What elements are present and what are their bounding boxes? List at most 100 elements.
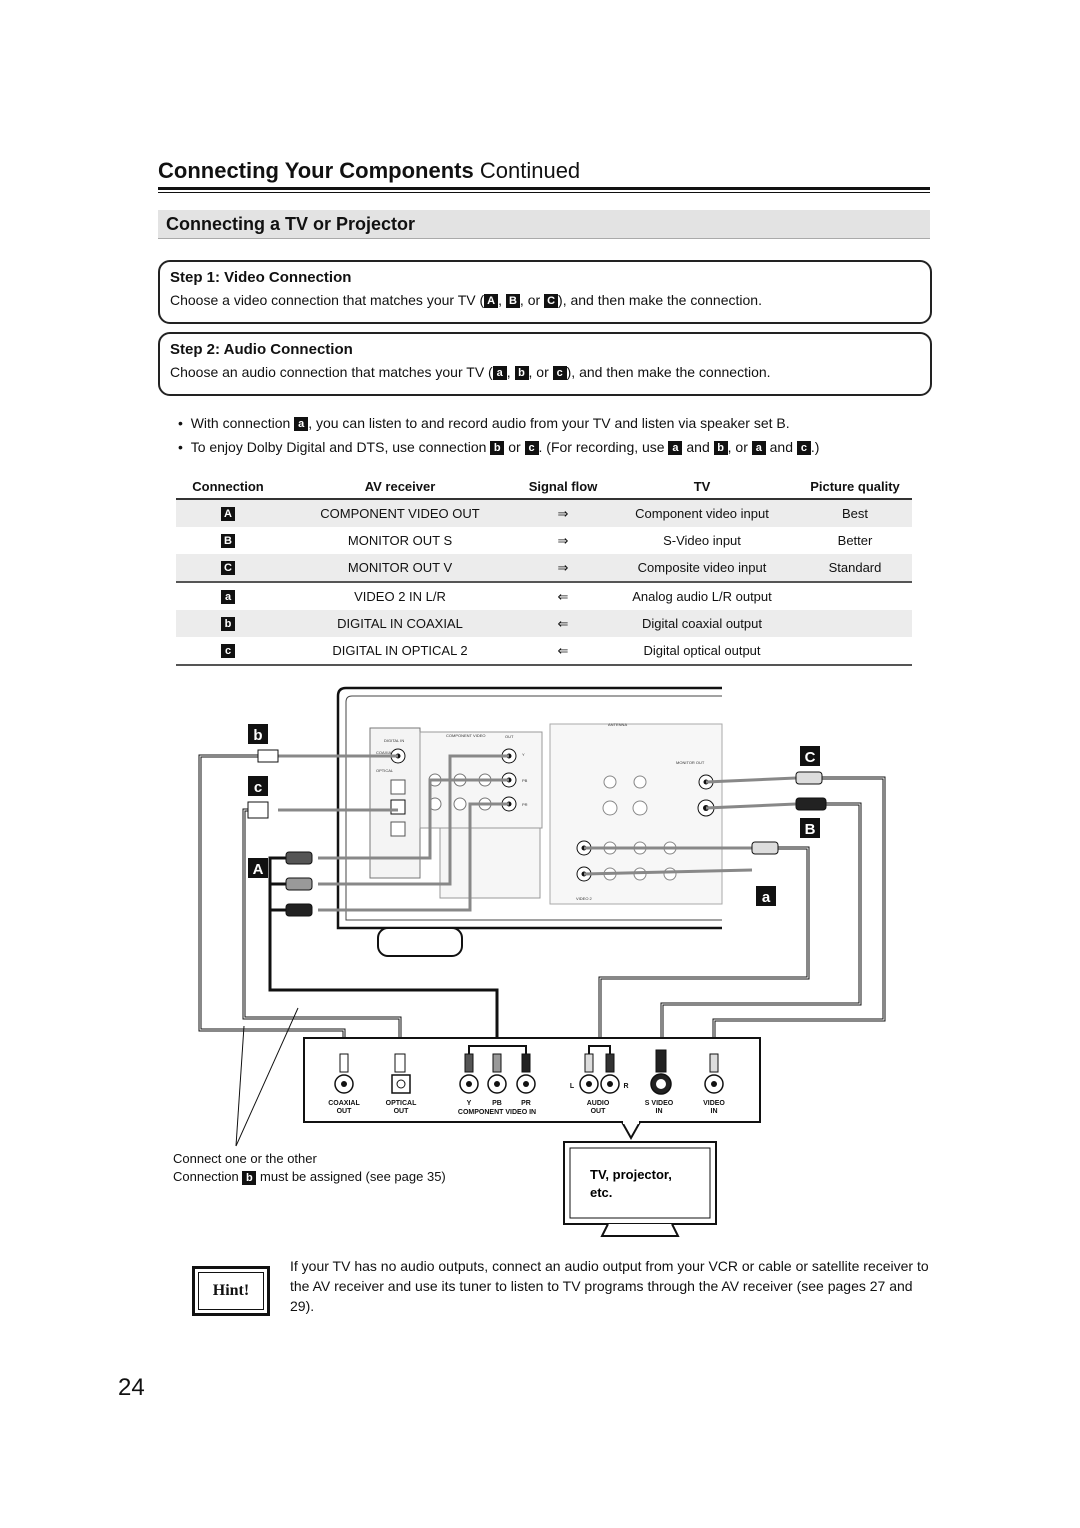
row-key-cell: a [176,582,280,610]
row-quality [798,610,912,637]
tv-label-line2: etc. [590,1185,612,1200]
rx-video2-label: VIDEO 2 [576,896,593,901]
row-quality: Standard [798,554,912,583]
row-flow: ⇐ [520,637,606,666]
bullet2-key3: a [668,441,683,456]
row-quality: Better [837,533,873,548]
step2-sep1: , [506,364,515,380]
row-key-cell: A [176,499,280,527]
bullet2-key6: c [796,441,811,456]
caption-line2-pre: Connection [173,1169,239,1184]
row-key-cell: b [176,610,280,637]
step1-heading: Step 1: Video Connection [170,269,352,286]
bullet2-pre: To enjoy Dolby Digital and DTS, use conn… [190,439,487,455]
rx-pr-label: PR [522,802,528,807]
tv-r-label: R [623,1083,628,1090]
row-av: VIDEO 2 IN L/R [354,589,446,604]
bullet2-or: or [508,439,521,455]
rx-antenna-label: ANTENNA [608,722,627,727]
plugs [247,749,827,917]
row-av: DIGITAL IN COAXIAL [280,610,520,637]
step1-box: Step 1: Video Connection Choose a video … [158,260,932,324]
table-row: c DIGITAL IN OPTICAL 2 ⇐ Digital optical… [176,637,912,666]
bullet2-and2: and [769,439,793,455]
diagram-key-C: C [805,749,816,766]
rx-y-label: Y [522,752,525,757]
diagram-key-b: b [253,727,262,744]
row-flow: ⇒ [520,554,606,583]
step1-sep2: , or [519,292,545,308]
bullet2-and1: and [686,439,710,455]
row-key: C [221,561,235,576]
section-heading: Connecting a TV or Projector [158,210,930,239]
rx-component-label: COMPONENT VIDEO [446,733,486,738]
table-row: B MONITOR OUT S ⇒ S-Video input Better [176,527,912,554]
hint-text: If your TV has no audio outputs, connect… [290,1258,929,1314]
bullet2-key2: c [524,441,539,456]
rx-out-label: OUT [505,734,514,739]
key-C: C [544,294,559,309]
tv-component-label: COMPONENT VIDEO IN [458,1109,536,1116]
row-tv: Digital optical output [606,637,798,666]
bullet2-mid: . (For recording, use [538,439,665,455]
step2-pre: Choose an audio connection that matches … [170,364,493,380]
caption-line1: Connect one or the other [173,1151,317,1166]
page-title-main: Connecting Your Components [158,158,474,183]
page-title-continued: Continued [479,158,581,183]
row-av: COMPONENT VIDEO OUT [280,499,520,527]
col-tv: TV [606,474,798,500]
tv-coaxial-sub: OUT [337,1108,353,1115]
table-header-row: Connection AV receiver Signal flow TV Pi… [176,474,912,500]
table-row: C MONITOR OUT V ⇒ Composite video input … [176,554,912,583]
col-picture-quality: Picture quality [798,474,912,500]
bullet-1: • With connection a, you can listen to a… [178,415,790,432]
row-tv: Component video input [606,499,798,527]
col-signal-flow: Signal flow [520,474,606,500]
row-quality: Best [798,499,912,527]
bullet1-post: , you can listen to and record audio fro… [308,415,790,431]
row-flow: ⇐ [557,588,569,604]
tv-audio-label: AUDIO [587,1100,610,1107]
step1-post: ), and then make the connection. [558,292,762,308]
row-av: DIGITAL IN OPTICAL 2 [280,637,520,666]
bullet2-or2: , or [727,439,748,455]
row-key: a [221,590,235,605]
col-connection: Connection [176,474,280,500]
row-flow: ⇐ [520,610,606,637]
tv-video-sub: IN [711,1108,718,1115]
tv-monitor-icon: TV, projector, etc. [563,1141,717,1237]
step1-text: Choose a video connection that matches y… [170,292,762,309]
rx-coaxial-label: COAXIAL [376,750,394,755]
tv-svideo-label: S VIDEO [645,1100,674,1107]
row-tv: Analog audio L/R output [632,589,772,604]
diagram-key-c: c [254,779,262,796]
rx-optical-label: OPTICAL [376,768,394,773]
row-key-cell: c [176,637,280,666]
bullet2-end: .) [810,439,820,455]
bullet1-key: a [294,417,309,432]
key-B: B [505,294,520,309]
caption-line2-post: must be assigned (see page 35) [260,1169,446,1184]
row-flow: ⇒ [520,499,606,527]
step2-box: Step 2: Audio Connection Choose an audio… [158,332,932,396]
table-row: A COMPONENT VIDEO OUT ⇒ Component video … [176,499,912,527]
bullet1-pre: With connection [190,415,291,431]
step2-heading: Step 2: Audio Connection [170,341,353,358]
col-av-receiver: AV receiver [280,474,520,500]
tv-video-label: VIDEO [703,1100,725,1107]
key-b: b [514,366,529,381]
row-key: c [221,644,235,659]
diagram-key-a: a [762,889,771,906]
rx-digital-in-label: DIGITAL IN [384,738,404,743]
step2-text: Choose an audio connection that matches … [170,364,771,381]
step1-sep1: , [498,292,506,308]
key-c: c [552,366,567,381]
tv-optical-sub: OUT [394,1108,410,1115]
diagram-key-B: B [805,821,816,838]
tv-optical-label: OPTICAL [386,1100,417,1107]
title-rule-thin [158,192,930,193]
row-key-cell: C [176,554,280,583]
table-row: b DIGITAL IN COAXIAL ⇐ Digital coaxial o… [176,610,912,637]
tv-audio-sub: OUT [591,1108,607,1115]
